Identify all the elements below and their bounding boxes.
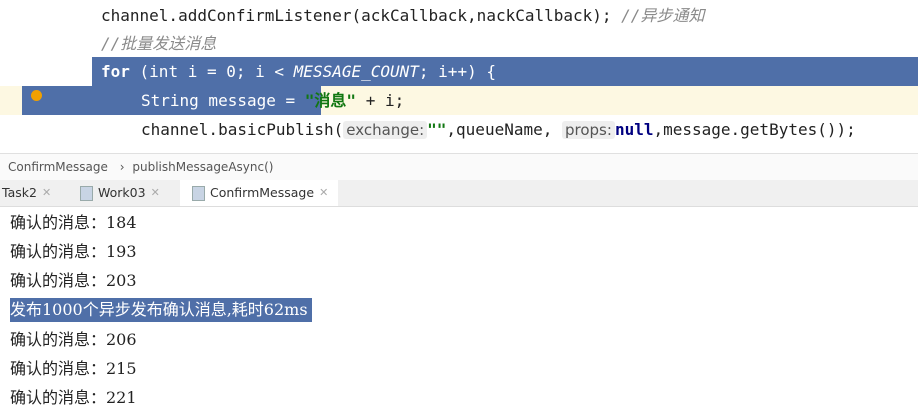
parameter-hint: props: <box>562 121 615 139</box>
breadcrumb: ConfirmMessage › publishMessageAsync() <box>0 153 918 181</box>
selection <box>22 86 321 115</box>
console-output[interactable]: 确认的消息：184 确认的消息：193 确认的消息：203 发布1000个异步发… <box>0 207 918 411</box>
comment: //异步通知 <box>621 6 705 25</box>
close-icon[interactable]: ✕ <box>150 186 160 199</box>
string: 消息 <box>314 91 347 110</box>
tab-label: Work03 <box>98 185 146 200</box>
constant: MESSAGE_COUNT <box>293 62 419 81</box>
bulb-icon[interactable] <box>31 90 42 101</box>
code-text: ; i++) { <box>418 62 496 81</box>
console-line: 确认的消息：215 <box>10 359 137 378</box>
run-tabs: Task2 ✕ Work03 ✕ ConfirmMessage ✕ <box>0 180 918 207</box>
code-line: channel.basicPublish(exchange:"",queueNa… <box>141 115 856 144</box>
tab-label: Task2 <box>2 185 37 200</box>
code-text: ,message.getBytes()); <box>653 120 856 139</box>
breadcrumb-item[interactable]: ConfirmMessage <box>8 160 108 174</box>
code-text: (int <box>129 62 188 81</box>
tab-label: ConfirmMessage <box>210 185 315 200</box>
selection <box>92 57 918 86</box>
console-line: 确认的消息：203 <box>10 271 137 290</box>
code-line: String message = "消息" + i; <box>141 86 404 115</box>
code-text: i <box>187 62 198 81</box>
console-line: 确认的消息：193 <box>10 242 137 261</box>
comment-line: //批量发送消息 <box>101 34 217 53</box>
tab-task2[interactable]: Task2 ✕ <box>2 180 51 206</box>
string: " <box>346 91 357 110</box>
tab-work03[interactable]: Work03 ✕ <box>80 180 160 206</box>
breadcrumb-item[interactable]: publishMessageAsync() <box>132 160 274 174</box>
gutter[interactable] <box>0 0 22 153</box>
string: "" <box>427 120 447 139</box>
console-line: 确认的消息：206 <box>10 330 137 349</box>
console-line: 确认的消息：184 <box>10 213 137 232</box>
code-text: channel.basicPublish( <box>141 120 344 139</box>
code-line: channel.addConfirmListener(ackCallback,n… <box>101 1 704 30</box>
code-line: for (int i = 0; i < MESSAGE_COUNT; i++) … <box>101 57 496 86</box>
console-line: 确认的消息：221 <box>10 388 137 407</box>
code-text: channel.addConfirmListener(ackCallback,n… <box>101 6 622 25</box>
file-icon <box>192 185 205 201</box>
keyword: null <box>614 120 654 139</box>
code-text: = 0; i < <box>197 62 294 81</box>
parameter-hint: exchange: <box>343 121 428 139</box>
string: " <box>304 91 315 110</box>
code-text: String message = <box>141 91 305 110</box>
close-icon[interactable]: ✕ <box>319 186 329 199</box>
code-text: + i; <box>356 91 405 110</box>
chevron-right-icon: › <box>119 160 125 174</box>
keyword: for <box>101 62 130 81</box>
code-text: ,queueName, <box>446 120 562 139</box>
console-line-selected: 发布1000个异步发布确认消息,耗时62ms <box>10 298 312 322</box>
tab-confirmmessage[interactable]: ConfirmMessage ✕ <box>180 180 339 206</box>
code-editor[interactable]: channel.addConfirmListener(ackCallback,n… <box>0 0 918 153</box>
file-icon <box>80 185 93 201</box>
close-icon[interactable]: ✕ <box>41 186 52 199</box>
